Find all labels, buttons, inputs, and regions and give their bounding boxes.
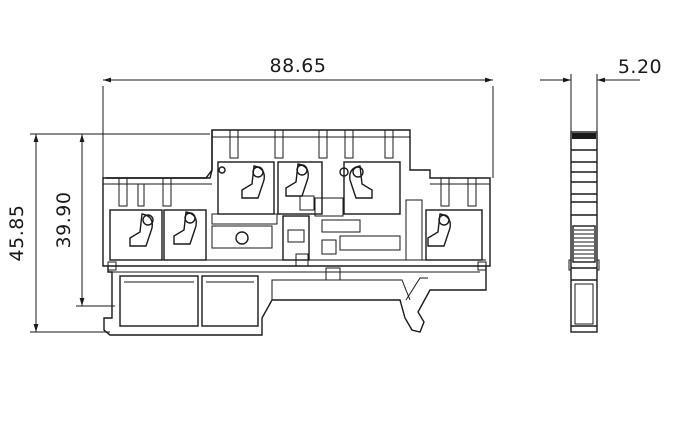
- terminal-block-side-view: [568, 131, 600, 333]
- terminal-block-front-view: [102, 129, 491, 336]
- thickness-dimension: 5.20: [540, 56, 662, 132]
- side-grip: [572, 225, 596, 263]
- spring-clamps: [129, 163, 451, 247]
- width-label: 88.65: [270, 55, 327, 77]
- height-inner-label: 39.90: [53, 192, 75, 249]
- height-total-label: 45.85: [6, 205, 28, 262]
- width-dimension: 88.65: [102, 55, 494, 178]
- thickness-label: 5.20: [618, 56, 662, 78]
- height-inner-dimension: 39.90: [53, 133, 210, 307]
